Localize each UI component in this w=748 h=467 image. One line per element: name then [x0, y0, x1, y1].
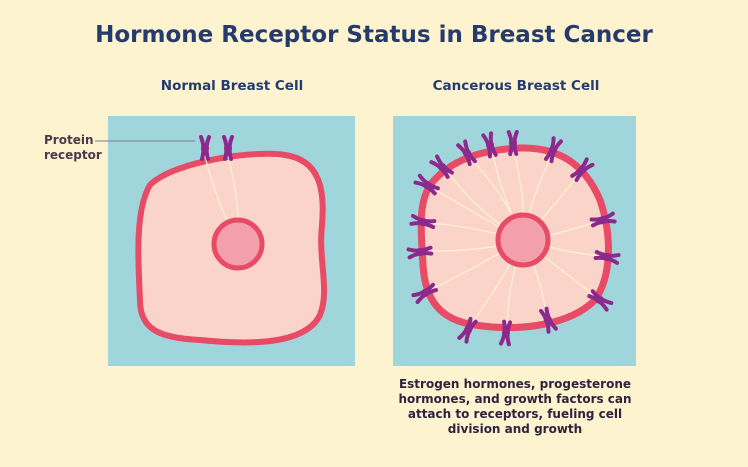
protein-receptor-icon — [589, 211, 617, 228]
protein-receptor-icon — [429, 154, 454, 179]
normal-receptors — [199, 135, 234, 161]
cancer-cell-heading: Cancerous Breast Cell — [432, 78, 600, 94]
protein-receptor-icon — [543, 136, 563, 164]
normal-cell-heading: Normal Breast Cell — [160, 78, 304, 94]
protein-receptor-icon — [539, 306, 558, 334]
protein-receptor-icon — [481, 131, 498, 159]
protein-receptor-icon — [409, 213, 437, 230]
protein-receptor-icon — [587, 289, 614, 312]
protein-receptor-icon — [222, 135, 234, 161]
protein-receptor-icon — [593, 250, 621, 265]
protein-receptor-icon — [199, 135, 211, 161]
protein-receptor-icon — [570, 157, 595, 183]
protein-receptor-icon — [406, 245, 434, 260]
cancer-receptors — [406, 129, 621, 347]
page-title: Hormone Receptor Status in Breast Cancer — [95, 22, 653, 48]
protein-receptor-icon — [413, 173, 440, 196]
protein-receptor-icon — [411, 282, 439, 305]
protein-receptor-label: Protein receptor — [44, 133, 102, 162]
protein-receptor-icon — [498, 319, 513, 347]
protein-receptor-icon — [506, 129, 519, 157]
normal-nucleus — [211, 217, 265, 271]
protein-receptor-icon — [457, 316, 478, 344]
cancer-caption: Estrogen hormones, progesterone hormones… — [398, 377, 632, 436]
cancer-nucleus — [495, 212, 551, 268]
protein-receptor-icon — [456, 139, 477, 167]
